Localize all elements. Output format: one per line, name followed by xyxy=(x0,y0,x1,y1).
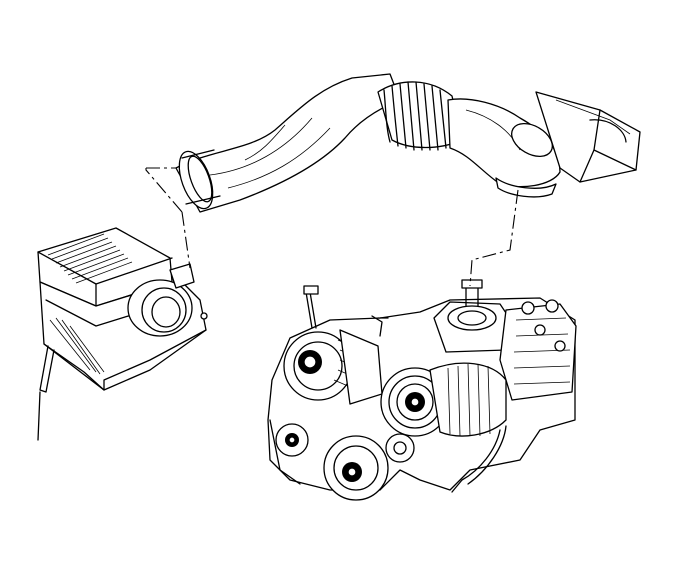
engine-assembly xyxy=(267,279,577,501)
crankshaft-pulley xyxy=(323,435,389,501)
throttle-body xyxy=(433,279,513,353)
intake-manifold xyxy=(499,299,577,401)
tensioner-pulley xyxy=(385,433,415,463)
air-intake-duct xyxy=(175,73,641,213)
idler-pulley xyxy=(275,423,309,457)
assembly-leader-lines xyxy=(145,167,519,287)
ac-compressor-pulley xyxy=(380,362,507,437)
air-cleaner-lid-ribs xyxy=(47,233,133,284)
air-cleaner-outlet-port xyxy=(127,263,195,337)
alternator xyxy=(283,285,383,405)
resonator-box xyxy=(535,91,641,183)
duct-bellows xyxy=(377,81,463,151)
air-cleaner-housing xyxy=(37,227,208,441)
